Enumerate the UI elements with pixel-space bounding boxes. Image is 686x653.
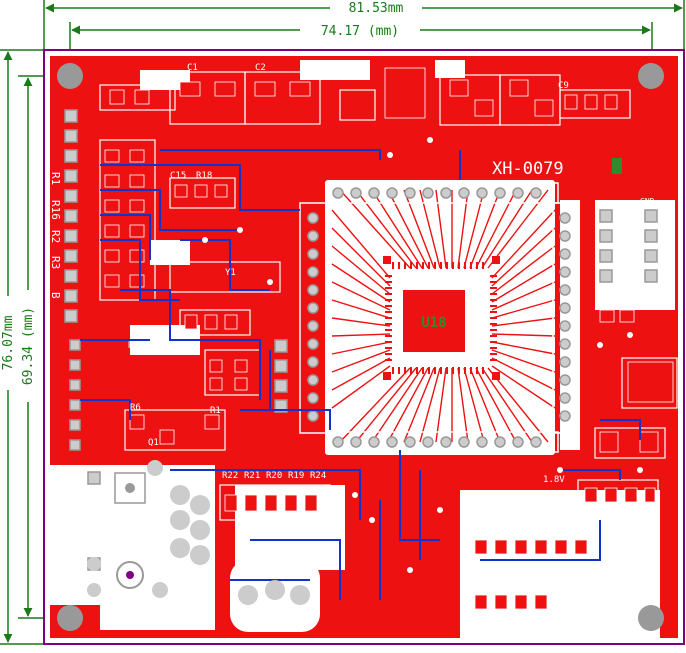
outer-height-label: 76.07mm (1, 315, 16, 370)
chip-label: U18 (421, 315, 446, 331)
left-label-r3: R3 (49, 256, 62, 269)
outer-width-label: 81.53mm (349, 1, 404, 16)
label-y1: Y1 (225, 268, 236, 278)
left-label-r1: R1 (49, 172, 62, 185)
label-q1: Q1 (148, 438, 159, 448)
mounting-holes (57, 63, 664, 631)
board-id-marker (612, 158, 622, 174)
cap-label-c6: C6 (450, 69, 461, 79)
label-c15: C15 (170, 171, 186, 181)
left-label-r16: R16 (49, 200, 62, 220)
label-c25: C25 (472, 521, 487, 530)
label-gnd: GND (640, 197, 655, 206)
board-id: XH-0079 (492, 159, 564, 179)
inner-height-label: 69.34 (mm) (21, 307, 36, 385)
label-r18: R18 (196, 171, 212, 181)
cap-label-c1: C1 (187, 63, 198, 73)
res-label-r20: R20 (266, 471, 282, 481)
res-label-r24: R24 (310, 471, 326, 481)
label-r6: R6 (130, 403, 141, 413)
left-label-r2: R2 (49, 230, 62, 243)
vias (157, 137, 643, 573)
connector-pads (87, 460, 310, 605)
res-label-r19: R19 (288, 471, 304, 481)
cap-label-c9: C9 (558, 81, 569, 91)
res-label-r22: R22 (222, 471, 238, 481)
label-r12: R12 (128, 341, 144, 351)
left-label-b: B (49, 292, 62, 299)
voltage-label: 1.8V (543, 475, 565, 485)
label-r1-lower: R1 (210, 406, 221, 416)
pin-headers (64, 109, 658, 571)
inner-width-label: 74.17 (mm) (321, 24, 399, 39)
silk-labels: C1 C2 C6 C9 XH-0079 1.8V R22 R21 R20 R19… (49, 63, 655, 530)
smd-pads (104, 67, 674, 610)
cap-label-c2: C2 (255, 63, 266, 73)
smd-components (99, 71, 678, 626)
res-label-r21: R21 (244, 471, 260, 481)
